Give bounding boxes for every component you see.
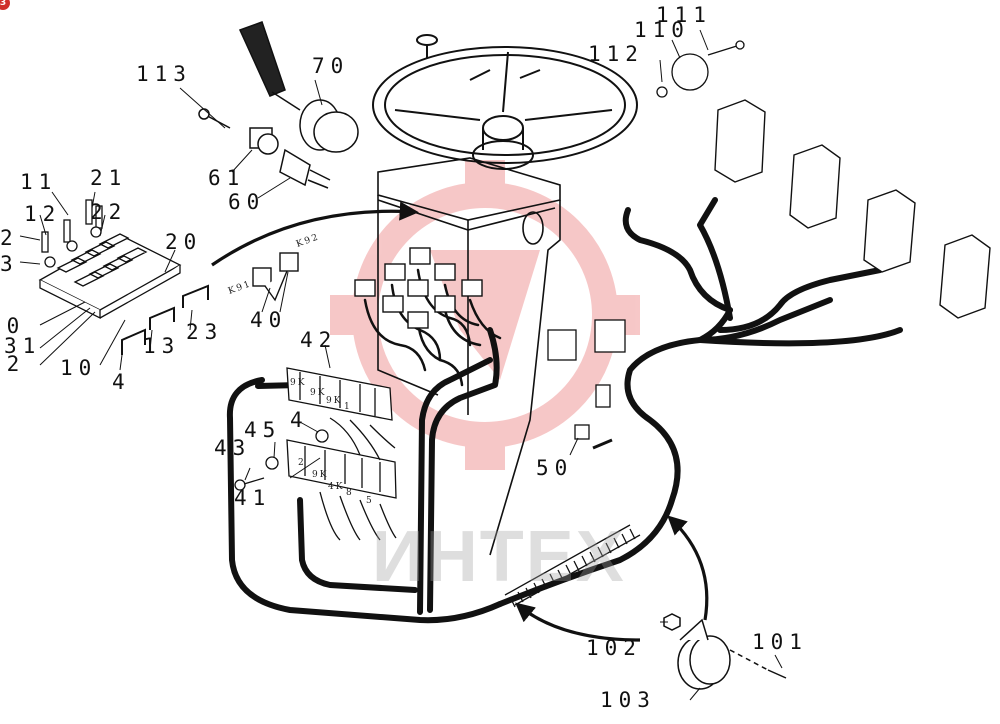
tag-bottom-2: 2: [298, 458, 306, 468]
callout-113: 113: [136, 62, 192, 86]
callout-103: 103: [600, 688, 656, 712]
callout-42: 42: [300, 328, 338, 352]
tag-bottom-5: 5: [366, 496, 374, 506]
callout-22: 22: [90, 200, 128, 224]
callout-40: 40: [250, 308, 288, 332]
tag-rail-9k: 9K: [290, 378, 307, 388]
watermark-emblem: [330, 160, 640, 470]
tag-bottom-8: 8: [346, 488, 354, 498]
callout-20: 20: [165, 230, 203, 254]
callout-45: 45: [244, 418, 282, 442]
callout-101: 101: [752, 630, 808, 654]
steering-wheel: [372, 34, 638, 170]
tag-bottom-4k: 4K: [328, 482, 345, 492]
callout-10: 10: [60, 356, 98, 380]
callout-32: 32: [0, 352, 26, 376]
callout-112: 112: [588, 42, 644, 66]
callout-13: 13: [143, 334, 181, 358]
watermark-text: ИНТЕХ: [372, 517, 626, 597]
coiled-sleeve: [504, 524, 641, 608]
callout-4: 4: [112, 370, 131, 394]
callout-44: 4: [290, 408, 309, 432]
callout-12: 12: [24, 202, 62, 226]
horn: [663, 613, 787, 690]
callout-61: 61: [208, 166, 246, 190]
callout-102: 102: [586, 636, 642, 660]
main-harness: [417, 197, 903, 615]
jumpers: [121, 284, 209, 355]
ignition-parts: [198, 21, 359, 189]
tag-rail-9k-2: 9K: [310, 388, 327, 398]
callout-70: 70: [312, 54, 350, 78]
console-connectors: [547, 319, 626, 450]
direction-arrows: [211, 201, 709, 642]
console-body: [377, 157, 561, 556]
diode-block: [38, 199, 182, 320]
tag-bottom-9k: 9K: [312, 470, 329, 480]
callout-60: 60: [228, 190, 266, 214]
callout-41: 41: [234, 486, 272, 510]
tag-rail-1: 1: [344, 402, 352, 412]
fasteners: [234, 40, 745, 491]
callout-2: 2: [0, 226, 19, 250]
callout-11: 11: [20, 170, 58, 194]
relay-cluster: [354, 247, 483, 329]
tag-rail-9k-3: 9K: [326, 396, 343, 406]
callout-111: 111: [656, 3, 712, 27]
corner-badge: 3: [0, 0, 10, 10]
connector-blocks: [714, 99, 991, 319]
callout-31: 31: [4, 334, 42, 358]
callout-110: 110: [634, 18, 690, 42]
callout-3: 3: [0, 252, 19, 276]
small-relays: [252, 252, 299, 302]
callout-30: 30: [0, 314, 26, 338]
callout-50: 50: [536, 456, 574, 480]
relay-rails: [286, 367, 397, 541]
callout-43: 43: [214, 436, 252, 460]
callout-21: 21: [90, 166, 128, 190]
leader-lines: [19, 29, 783, 701]
callout-23: 23: [186, 320, 224, 344]
